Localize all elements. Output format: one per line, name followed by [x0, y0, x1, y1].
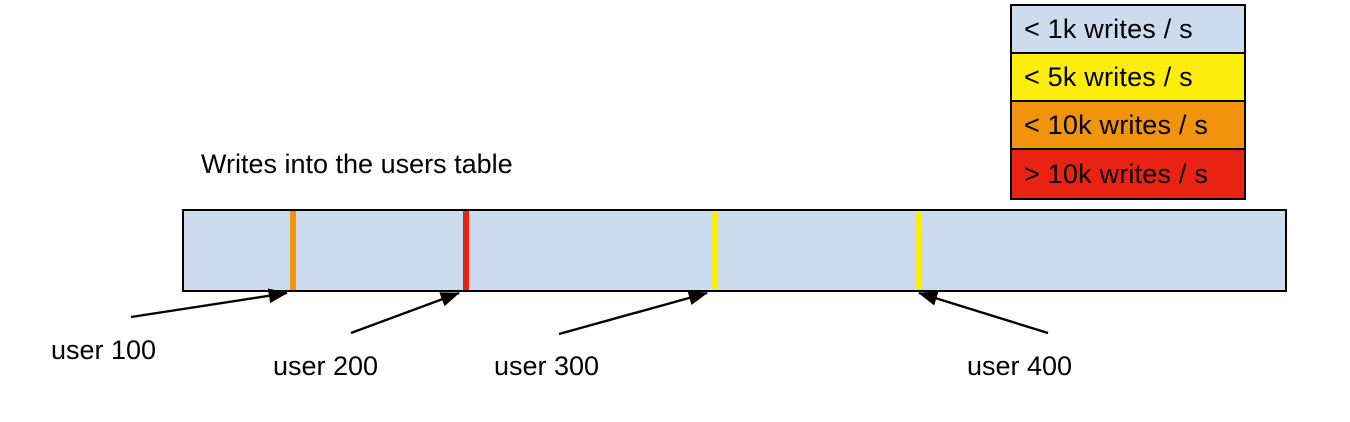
- chart-title: Writes into the users table: [201, 149, 513, 179]
- write-rate-legend: < 1k writes / s < 5k writes / s < 10k wr…: [1010, 4, 1246, 200]
- legend-row-under-10k: < 10k writes / s: [1012, 102, 1244, 150]
- legend-row-under-5k: < 5k writes / s: [1012, 54, 1244, 102]
- marker-user-300: [711, 211, 717, 290]
- marker-user-100: [290, 211, 296, 290]
- marker-user-400: [916, 211, 922, 290]
- label-user-400: user 400: [967, 351, 1073, 381]
- arrow-user-200: [350, 291, 460, 335]
- label-user-200: user 200: [273, 351, 379, 381]
- label-user-300: user 300: [494, 351, 600, 381]
- label-user-100: user 100: [51, 335, 157, 365]
- legend-label-under-1k: < 1k writes / s: [1024, 13, 1193, 44]
- arrow-user-100: [130, 288, 288, 319]
- marker-user-200: [463, 211, 469, 290]
- arrow-user-300: [558, 290, 708, 336]
- legend-row-under-1k: < 1k writes / s: [1012, 6, 1244, 54]
- legend-label-under-10k: < 10k writes / s: [1024, 109, 1209, 140]
- legend-label-over-10k: > 10k writes / s: [1024, 158, 1209, 189]
- legend-label-under-5k: < 5k writes / s: [1024, 61, 1193, 92]
- users-table-keyspace-bar: [182, 209, 1287, 292]
- legend-row-over-10k: > 10k writes / s: [1012, 150, 1244, 198]
- arrow-user-400: [918, 291, 1049, 335]
